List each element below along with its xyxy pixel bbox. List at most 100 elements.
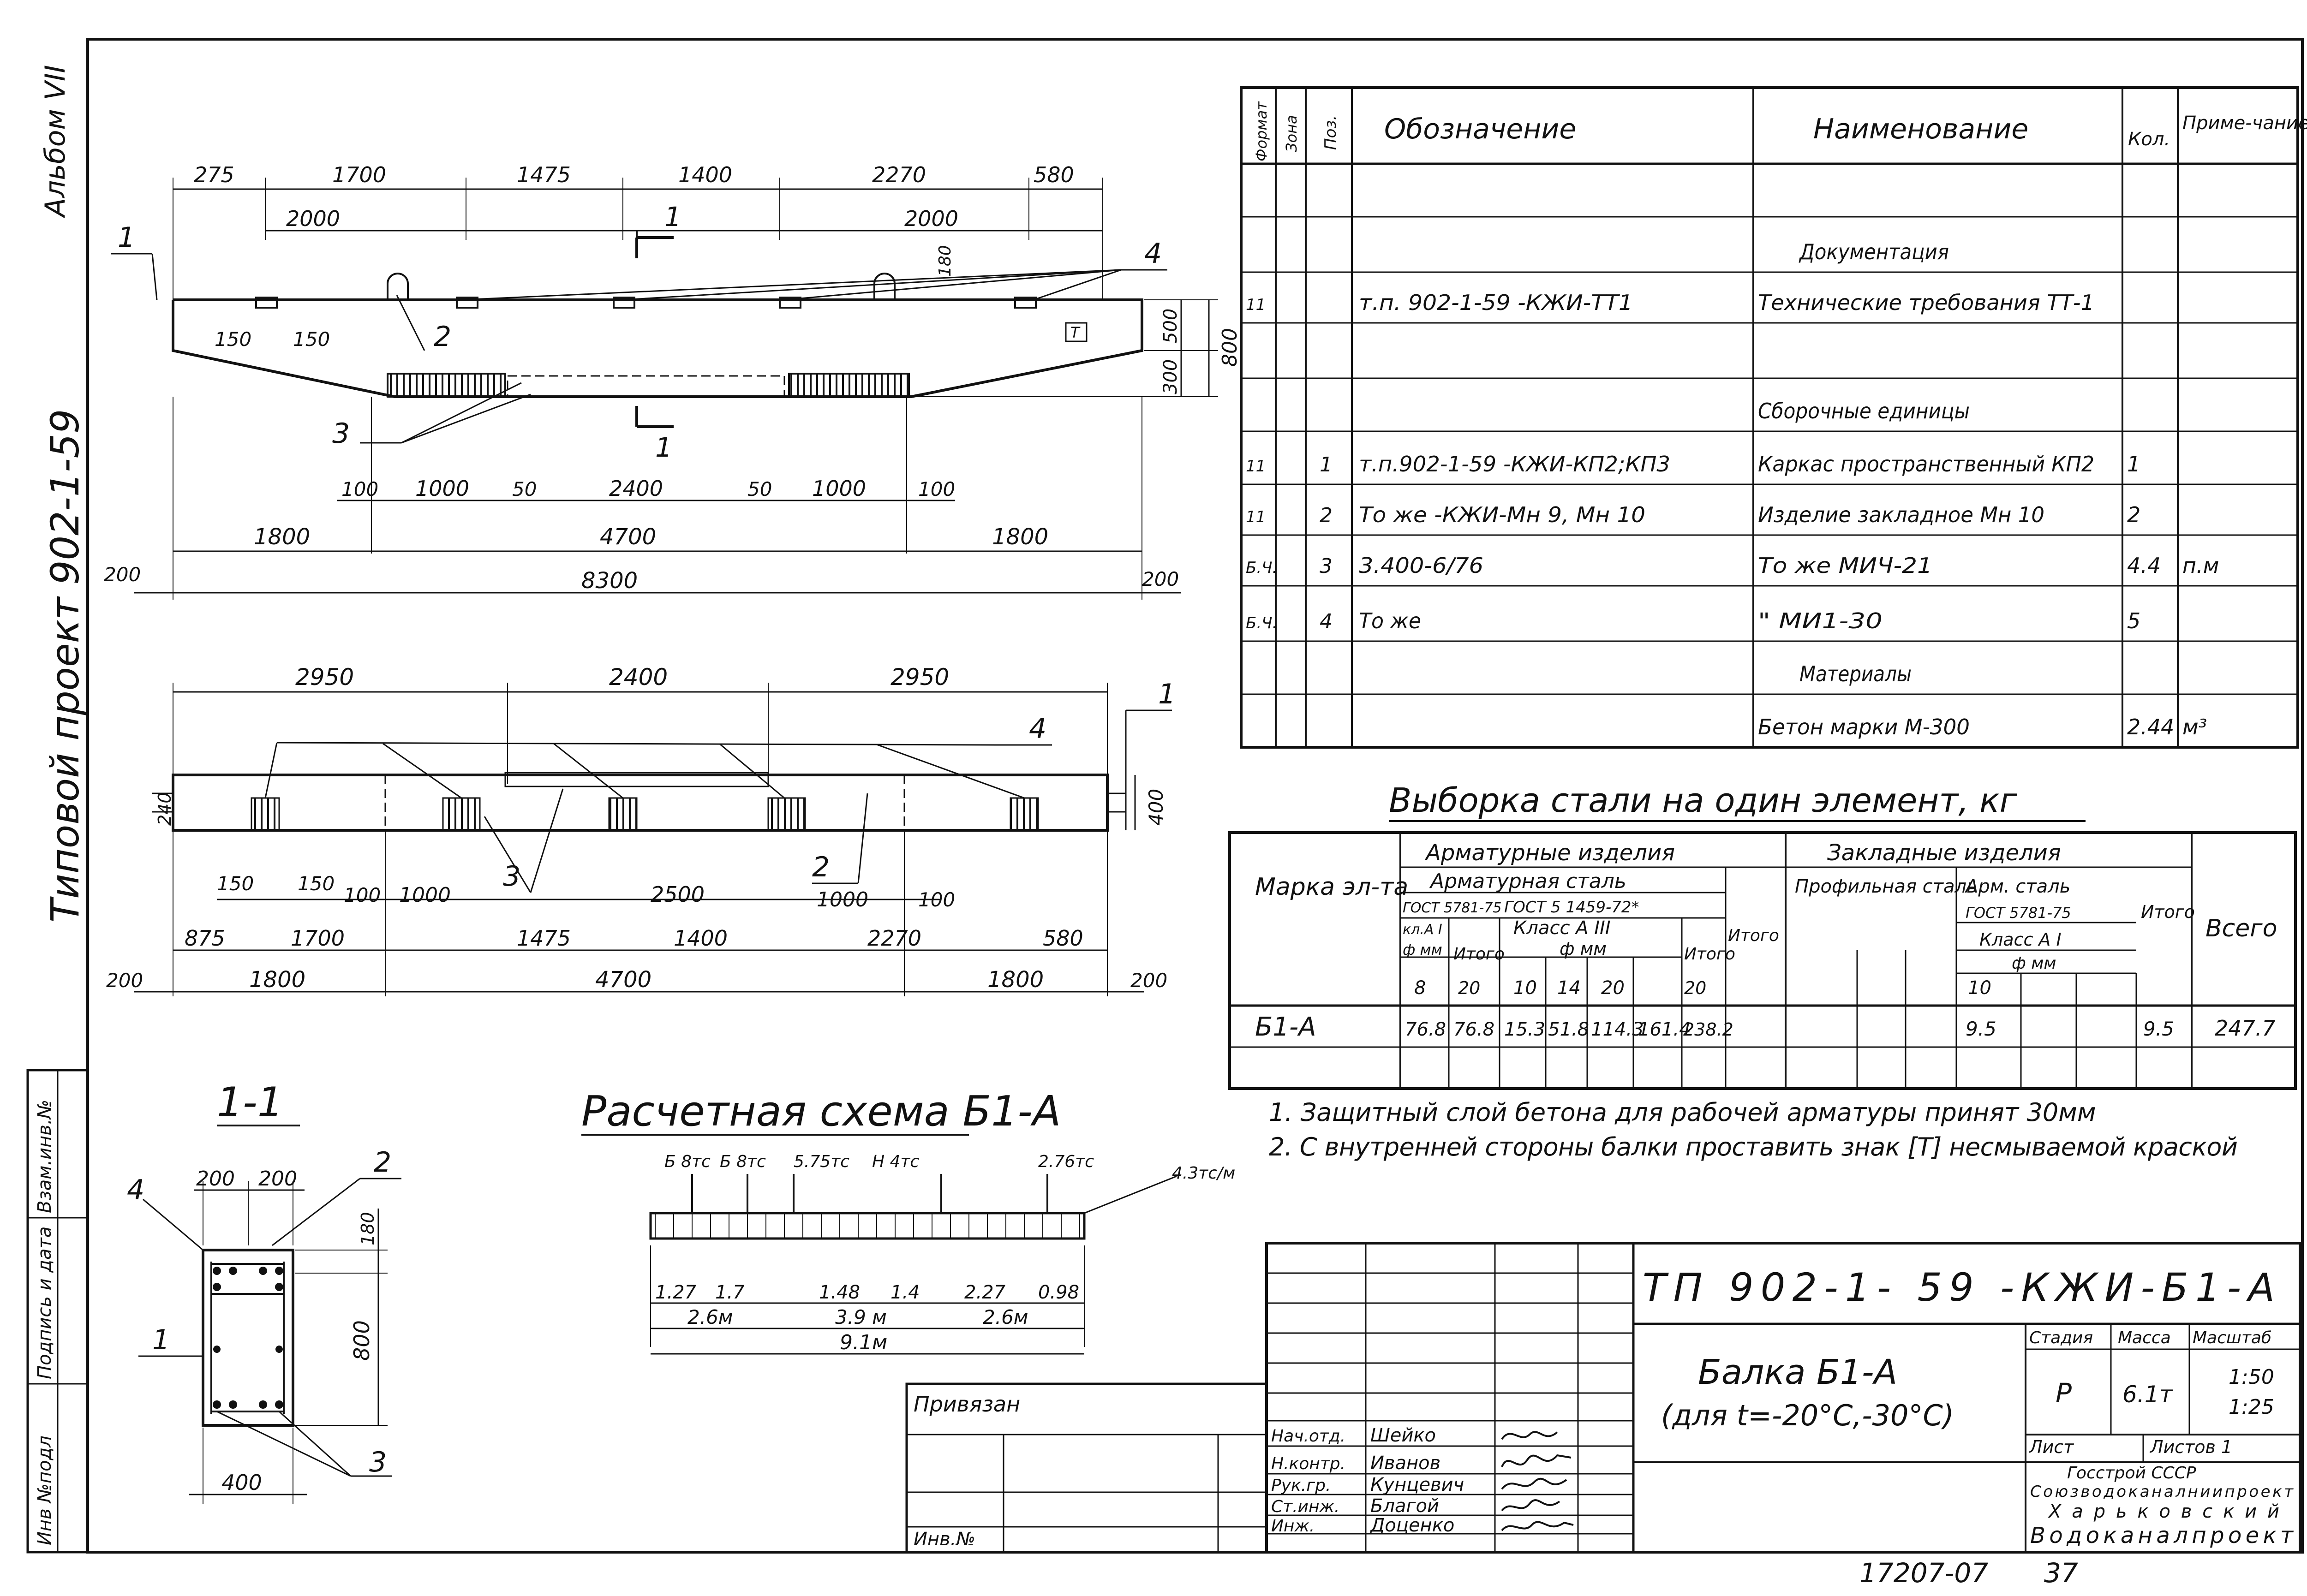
tb-role-1: Нач.отд. — [1271, 1427, 1345, 1446]
spec-cell-r4-c4: Сборочные единицы — [1758, 399, 1970, 423]
section-title: 1-1 — [217, 1078, 283, 1126]
spec-cell-r2-c3: т.п. 902-1-59 -КЖИ-ТТ1 — [1359, 290, 1633, 315]
tb-role-3: Рук.гр. — [1271, 1476, 1331, 1495]
steel-h-dia1: ф мм — [1403, 941, 1442, 959]
tb-role-5: Инж. — [1271, 1517, 1315, 1536]
el-b2-4700: 4700 — [600, 524, 656, 550]
el-height-500: 500 — [1160, 309, 1181, 344]
plan-view: 2950 2400 2950 1 4 3 2 240 400 150 150 1… — [106, 664, 1176, 996]
steel-h-profile: Профильная сталь — [1795, 876, 1978, 897]
el-bracket-dim-1: 2000 — [286, 206, 340, 231]
el-b1-100a: 100 — [341, 478, 378, 500]
spec-cell-r5-c0: 11 — [1246, 457, 1266, 476]
pl-r2-1475: 1475 — [517, 926, 571, 951]
pl-top-2950a: 2950 — [295, 664, 354, 691]
steel-row-mark: Б1-А — [1255, 1012, 1316, 1042]
spec-cell-r7-c3: 3.400-6/76 — [1359, 553, 1483, 578]
pl-r1-2500: 2500 — [651, 882, 705, 907]
el-b1-50b: 50 — [747, 478, 772, 500]
el-b2-1800b: 1800 — [992, 524, 1048, 550]
spec-h-pos: Поз. — [1321, 115, 1340, 150]
el-height-800: 800 — [1218, 328, 1242, 367]
steel-dia-10: 10 — [1513, 977, 1537, 999]
spec-cell-r2-c4: Технические требования ТТ-1 — [1758, 290, 2094, 315]
spec-cell-r6-c3: То же -КЖИ-Мн 9, Мн 10 — [1359, 502, 1645, 527]
pl-r2-580: 580 — [1043, 926, 1083, 951]
steel-h-20b: 20 — [1684, 978, 1706, 998]
scheme-d5: 2.27 — [964, 1282, 1006, 1303]
elevation-marker: T — [1070, 324, 1081, 341]
pl-r1-1000a: 1000 — [399, 883, 451, 907]
pl-r1-150b: 150 — [298, 872, 335, 895]
spec-cell-r8-c0: Б.Ч. — [1246, 614, 1277, 632]
tb-name-line2: (для t=-20°С,-30°С) — [1661, 1399, 1954, 1432]
el-height-300: 300 — [1160, 359, 1181, 394]
el-callout-1: 1 — [118, 221, 135, 254]
spec-h-qty: Кол. — [2128, 129, 2170, 150]
spec-cell-r5-c4: Каркас пространственный КП2 — [1758, 452, 2094, 476]
spec-cell-r7-c4: То же МИЧ-21 — [1758, 553, 1932, 578]
spec-cell-r10-c4: Бетон марки М-300 — [1758, 715, 1970, 739]
el-end-left: 200 — [104, 563, 141, 586]
steel-h-20a: 20 — [1458, 978, 1480, 998]
steel-row-e10: 9.5 — [1966, 1018, 1996, 1040]
steel-h-embedded: Закладные изделия — [1827, 840, 2061, 866]
tb-name-3: Кунцевич — [1370, 1474, 1464, 1495]
el-b2-1800a: 1800 — [254, 524, 310, 550]
scheme-load-4: Н 4тс — [872, 1152, 919, 1171]
tb-code: ТП 902-1- 59 -КЖИ-Б1-А — [1643, 1265, 2275, 1310]
spec-cell-r6-c0: 11 — [1246, 508, 1266, 526]
steel-h-itogo4: Итого — [2141, 902, 2195, 922]
scheme-title: Расчетная схема Б1-А — [581, 1087, 1061, 1136]
pl-height-400: 400 — [1145, 789, 1167, 826]
pl-r2-2270: 2270 — [867, 926, 921, 951]
sec-top-200a: 200 — [196, 1167, 235, 1191]
el-end-right: 200 — [1142, 568, 1179, 590]
tb-org-3: Харьковский — [2048, 1501, 2279, 1522]
steel-h-total: Всего — [2205, 915, 2277, 942]
pl-r1-100b: 100 — [918, 888, 955, 911]
el-local-150b: 150 — [293, 328, 330, 351]
sec-right-180: 180 — [358, 1212, 378, 1245]
tb-name-1: Шейко — [1370, 1425, 1436, 1446]
el-b1-1000b: 1000 — [812, 476, 866, 501]
el-local-150a: 150 — [215, 328, 251, 351]
pl-callout-1: 1 — [1158, 678, 1176, 710]
steel-row-itogo4: 9.5 — [2143, 1018, 2174, 1040]
pl-r3-200b: 200 — [1130, 969, 1167, 992]
elevation-view: T 275 1700 1475 1400 2270 580 2000 2000 … — [104, 162, 1242, 600]
spec-cell-r8-c2: 4 — [1320, 610, 1333, 633]
el-overall: 8300 — [581, 568, 638, 594]
pl-top-2950b: 2950 — [891, 664, 949, 691]
pl-callout-2: 2 — [812, 851, 830, 883]
tb-name-line1: Балка Б1-А — [1698, 1352, 1897, 1392]
steel-h-mark1: Марка эл-та — [1255, 873, 1408, 901]
steel-h-gost3: ГОСТ 5781-75 — [1966, 904, 2071, 922]
footer-page: 37 — [2044, 1557, 2078, 1589]
el-b1-2400: 2400 — [609, 476, 663, 501]
tb-h-scale: Масштаб — [2193, 1328, 2271, 1347]
steel-table: Выборка стали на один элемент, кг Марка … — [1228, 781, 2297, 1090]
steel-row-itogo2: 161.4 — [1638, 1019, 1691, 1040]
spec-cell-r2-c0: 11 — [1246, 296, 1266, 314]
pl-r1-100a: 100 — [344, 884, 381, 906]
calc-scheme: Расчетная схема Б1-А Б 8тс Б 8тс 5.75тс … — [581, 1087, 1235, 1355]
pl-callout-3: 3 — [503, 860, 520, 893]
tb-inv: Инв.№ — [914, 1529, 975, 1550]
spec-cell-r9-c4: Материалы — [1799, 661, 1912, 686]
steel-h-dia2: ф мм — [1560, 939, 1607, 959]
el-callout-2: 2 — [434, 321, 451, 353]
stamp-vzam: Взам.инв.№ — [34, 1100, 55, 1213]
tb-privyazan: Привязан — [914, 1392, 1020, 1417]
scheme-load-6: 4.3тс/м — [1172, 1164, 1235, 1183]
signature-1 — [1501, 1431, 1558, 1440]
spec-h-note: Приме-чание — [2182, 113, 2307, 134]
el-bracket-dim-2: 2000 — [904, 206, 958, 231]
spec-h-name: Наименование — [1813, 113, 2028, 145]
sec-callout-3: 3 — [369, 1446, 387, 1478]
scheme-load-2: Б 8тс — [720, 1152, 766, 1171]
tb-mass: 6.1т — [2122, 1381, 2174, 1408]
tb-sheets: Листов 1 — [2149, 1437, 2232, 1457]
el-local-180: 180 — [936, 245, 955, 277]
